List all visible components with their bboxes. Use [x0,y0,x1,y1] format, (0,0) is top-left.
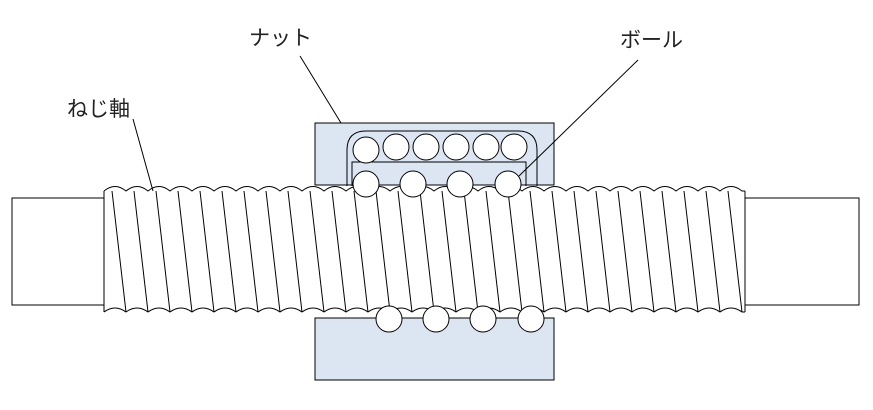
ball-icon [517,305,545,333]
thread-line [331,190,347,313]
shaft-bottom-edge [103,307,745,313]
ball-icon [446,170,474,198]
ball-icon [422,305,450,333]
shaft-end-left [11,197,105,306]
thread-line [441,190,457,313]
ball-icon [382,133,410,161]
thread-line [221,190,237,313]
ball-icon [472,133,500,161]
thread-line [705,190,721,313]
ball-icon [352,136,380,164]
screw-shaft-label: ねじ軸 [67,97,130,121]
thread-line [595,190,611,313]
leader-line-ball [518,59,639,177]
screw-shaft-body [104,191,745,312]
leader-line-nut [299,55,342,124]
thread-line [507,190,523,313]
ball-icon [412,133,440,161]
ball-icon [352,170,380,198]
thread-line [419,190,435,313]
ball-return-tube-outer [346,130,538,186]
ball-icon [469,305,497,333]
thread-line [177,190,193,313]
thread-line [617,190,633,313]
thread-line [155,190,171,313]
thread-line [309,190,325,313]
thread-line [397,190,413,313]
thread-line [683,190,699,313]
thread-line [661,190,677,313]
screw-thread-lines [111,190,743,313]
thread-line [265,190,281,313]
ball-label: ボール [620,28,683,52]
leader-line-screw-shaft [132,118,154,192]
thread-line [529,190,545,313]
thread-line [111,190,127,313]
thread-line [551,190,567,313]
balls-group [352,133,545,333]
thread-line [133,190,149,313]
thread-line [727,190,743,313]
thread-line [243,190,259,313]
ball-icon [494,170,522,198]
thread-line [639,190,655,313]
ball-return-tube-inner [351,161,527,186]
nut-label: ナット [249,26,312,50]
ball-icon [442,133,470,161]
thread-line [463,190,479,313]
shaft-end-right [744,197,860,306]
thread-line [573,190,589,313]
ball-icon [375,305,403,333]
thread-line [199,190,215,313]
ball-icon [399,170,427,198]
thread-line [375,190,391,313]
thread-line [287,190,303,313]
ball-icon [500,133,528,161]
thread-line [353,190,369,313]
thread-line [485,190,501,313]
